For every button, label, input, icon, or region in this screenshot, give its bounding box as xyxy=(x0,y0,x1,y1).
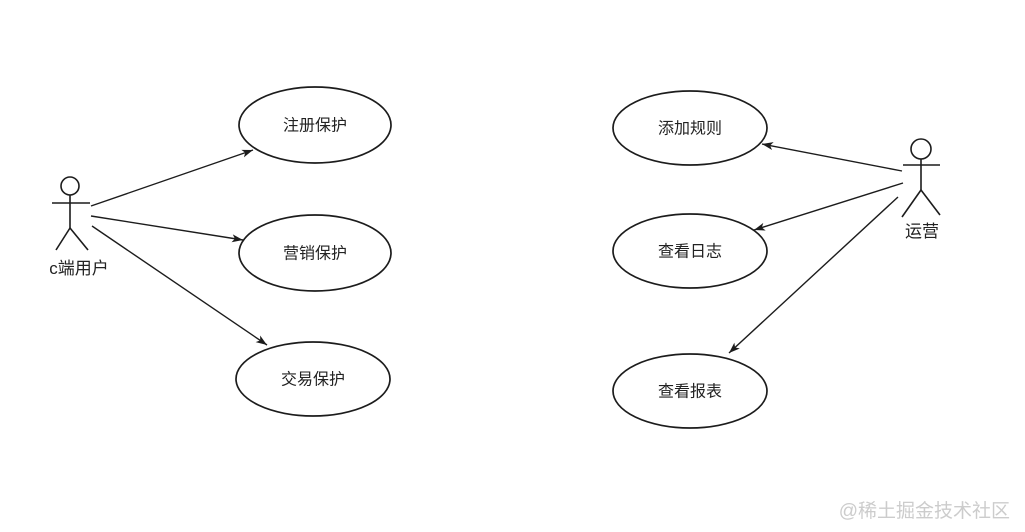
use-case-registration-protection: 注册保护 xyxy=(238,86,392,164)
edge-user-marketing-protection xyxy=(90,215,244,243)
watermark: @稀土掘金技术社区 xyxy=(839,500,1010,522)
marketing-protection-ellipse xyxy=(238,214,392,292)
edge-user-registration-protection xyxy=(90,149,254,207)
edges-left xyxy=(90,149,268,346)
use-case-marketing-protection: 营销保护 xyxy=(238,214,392,292)
use-case-add-rule: 添加规则 xyxy=(612,90,768,166)
add-rule-ellipse xyxy=(612,90,768,166)
edge-operator-view-reports xyxy=(728,196,899,354)
edge-operator-add-rule xyxy=(761,142,903,172)
actor-c-end-user-label: c端用户 xyxy=(49,259,109,278)
transaction-protection-ellipse xyxy=(235,341,391,417)
view-logs-label: 查看日志 xyxy=(658,243,722,261)
stick-figure-icon xyxy=(901,138,941,218)
use-case-view-logs: 查看日志 xyxy=(612,213,768,289)
edge-operator-view-logs xyxy=(753,182,904,231)
view-reports-ellipse xyxy=(612,353,768,429)
edges-right xyxy=(728,142,904,354)
view-reports-label: 查看报表 xyxy=(658,383,722,401)
stick-figure-icon xyxy=(52,176,90,251)
actor-operator-label: 运营 xyxy=(905,222,939,241)
use-case-transaction-protection: 交易保护 xyxy=(235,341,391,417)
registration-protection-label: 注册保护 xyxy=(283,117,347,135)
marketing-protection-label: 营销保护 xyxy=(283,245,347,263)
add-rule-label: 添加规则 xyxy=(658,120,722,138)
edge-user-transaction-protection xyxy=(91,225,268,346)
actor-operator: 运营 xyxy=(901,138,941,241)
transaction-protection-label: 交易保护 xyxy=(281,371,345,389)
use-case-view-reports: 查看报表 xyxy=(612,353,768,429)
actor-c-end-user: c端用户 xyxy=(49,176,109,278)
view-logs-ellipse xyxy=(612,213,768,289)
registration-protection-ellipse xyxy=(238,86,392,164)
